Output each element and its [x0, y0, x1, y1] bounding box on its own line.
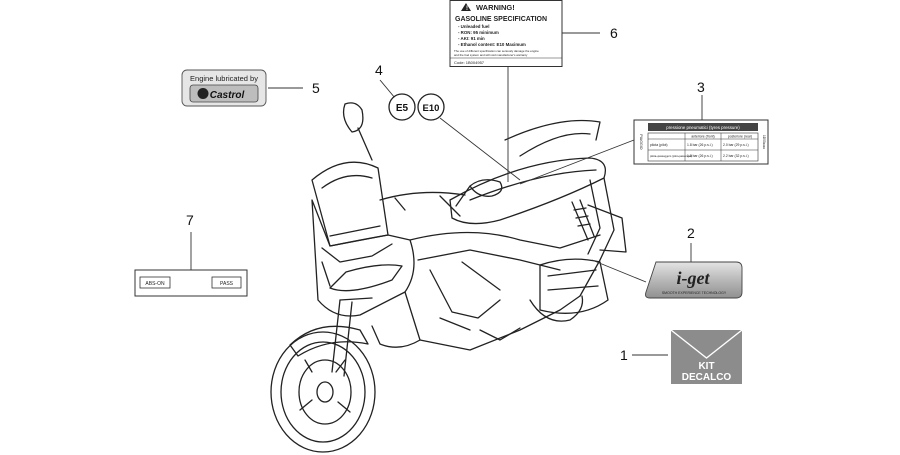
callout-3: 3: [697, 79, 705, 95]
tire-row1-rear: 2.0 bar (29 p.s.i.): [723, 143, 749, 147]
callout-7: 7: [186, 212, 194, 228]
abs-label: ABS-ON PASS: [134, 269, 248, 297]
e5-badge: [388, 93, 416, 121]
warning-triangle-icon: [461, 3, 471, 11]
tire-row2-rear: 2.2 bar (32 p.s.i.): [723, 154, 749, 158]
tire-code: 1D00xxxx: [762, 135, 766, 149]
scooter-drawing: [270, 102, 627, 453]
svg-text:!: !: [466, 6, 468, 12]
callout-5: 5: [312, 80, 320, 96]
castrol-brand: Castrol: [210, 90, 245, 101]
gasoline-spec-label: ! WARNING! GASOLINE SPECIFICATION - Unle…: [449, 0, 563, 67]
iget-brand: i-get: [677, 268, 711, 288]
kit-line1: KIT: [698, 361, 714, 372]
tire-header: pressione pneumatici (tyres pressure): [666, 125, 740, 130]
rear-shock: [571, 199, 595, 241]
e10-badge: [417, 93, 445, 121]
fuel-badges-label: E5 E10: [388, 93, 445, 121]
gas-fine-print-2: and the fuel system and will void manufa…: [454, 53, 528, 57]
iget-tagline: SMOOTH EXPERIENCE TECHNOLOGY: [662, 291, 727, 295]
castrol-logo-icon: [197, 88, 209, 99]
tire-pressure-label: PIAGGIO 1D00xxxx pressione pneumatici (t…: [633, 119, 769, 165]
castrol-label: Engine lubricated by Castrol: [181, 69, 267, 107]
gas-code: Code: 1B004957: [454, 60, 485, 65]
gas-line-2: - RON: 95 minimum: [458, 30, 499, 35]
front-wheel-tire: [270, 331, 376, 453]
front-brake-disc: [298, 359, 352, 425]
tire-side-text: PIAGGIO: [639, 134, 643, 149]
e5-text: E5: [396, 103, 409, 114]
tire-col-rear: posteriore (rear): [728, 135, 752, 139]
abs-right-text: PASS: [220, 281, 234, 287]
kit-decalco-label: KIT DECALCO: [670, 329, 743, 384]
e10-text: E10: [423, 103, 440, 114]
abs-left-text: ABS-ON: [145, 281, 165, 287]
callout-6: 6: [610, 25, 618, 41]
gas-line-4: - Ethanol content: E10 Maximum: [458, 42, 526, 47]
callout-2: 2: [687, 225, 695, 241]
callout-4: 4: [375, 62, 383, 78]
iget-label: i-get SMOOTH EXPERIENCE TECHNOLOGY: [645, 261, 743, 299]
leader-line-4-to-bike: [439, 117, 521, 181]
gas-line-1: - Unleaded fuel: [458, 24, 489, 29]
leader-line-4: [379, 79, 396, 99]
leader-line-3-to-bike: [519, 139, 635, 185]
leader-lines: [190, 32, 703, 356]
gas-title: GASOLINE SPECIFICATION: [455, 16, 547, 23]
callout-numbers: 1 2 3 4 5 6 7: [186, 25, 705, 363]
tire-row2-front: 1.8 bar (26 p.s.i.): [687, 154, 713, 158]
gas-fine-print-1: The use of different specification can s…: [454, 49, 539, 53]
tire-row2-label: pilota+passeggero (pilot+passenger): [650, 154, 692, 158]
tire-col-front: anteriore (front): [691, 135, 714, 139]
tire-row1-label: pilota (pilot): [650, 143, 668, 147]
gas-warning-text: WARNING!: [476, 3, 515, 12]
envelope-icon: [670, 329, 743, 359]
headlight: [329, 264, 403, 292]
left-mirror: [342, 102, 373, 161]
windscreen: [311, 161, 389, 247]
kit-line2: DECALCO: [682, 372, 732, 383]
castrol-line1: Engine lubricated by: [190, 74, 258, 83]
right-mirror: [455, 179, 503, 207]
callout-1: 1: [620, 347, 628, 363]
tire-row1-front: 1.8 bar (26 p.s.i.): [687, 143, 713, 147]
gas-line-3: - AKI: 91 min: [458, 36, 485, 41]
leader-line-2-to-bike: [591, 259, 647, 283]
